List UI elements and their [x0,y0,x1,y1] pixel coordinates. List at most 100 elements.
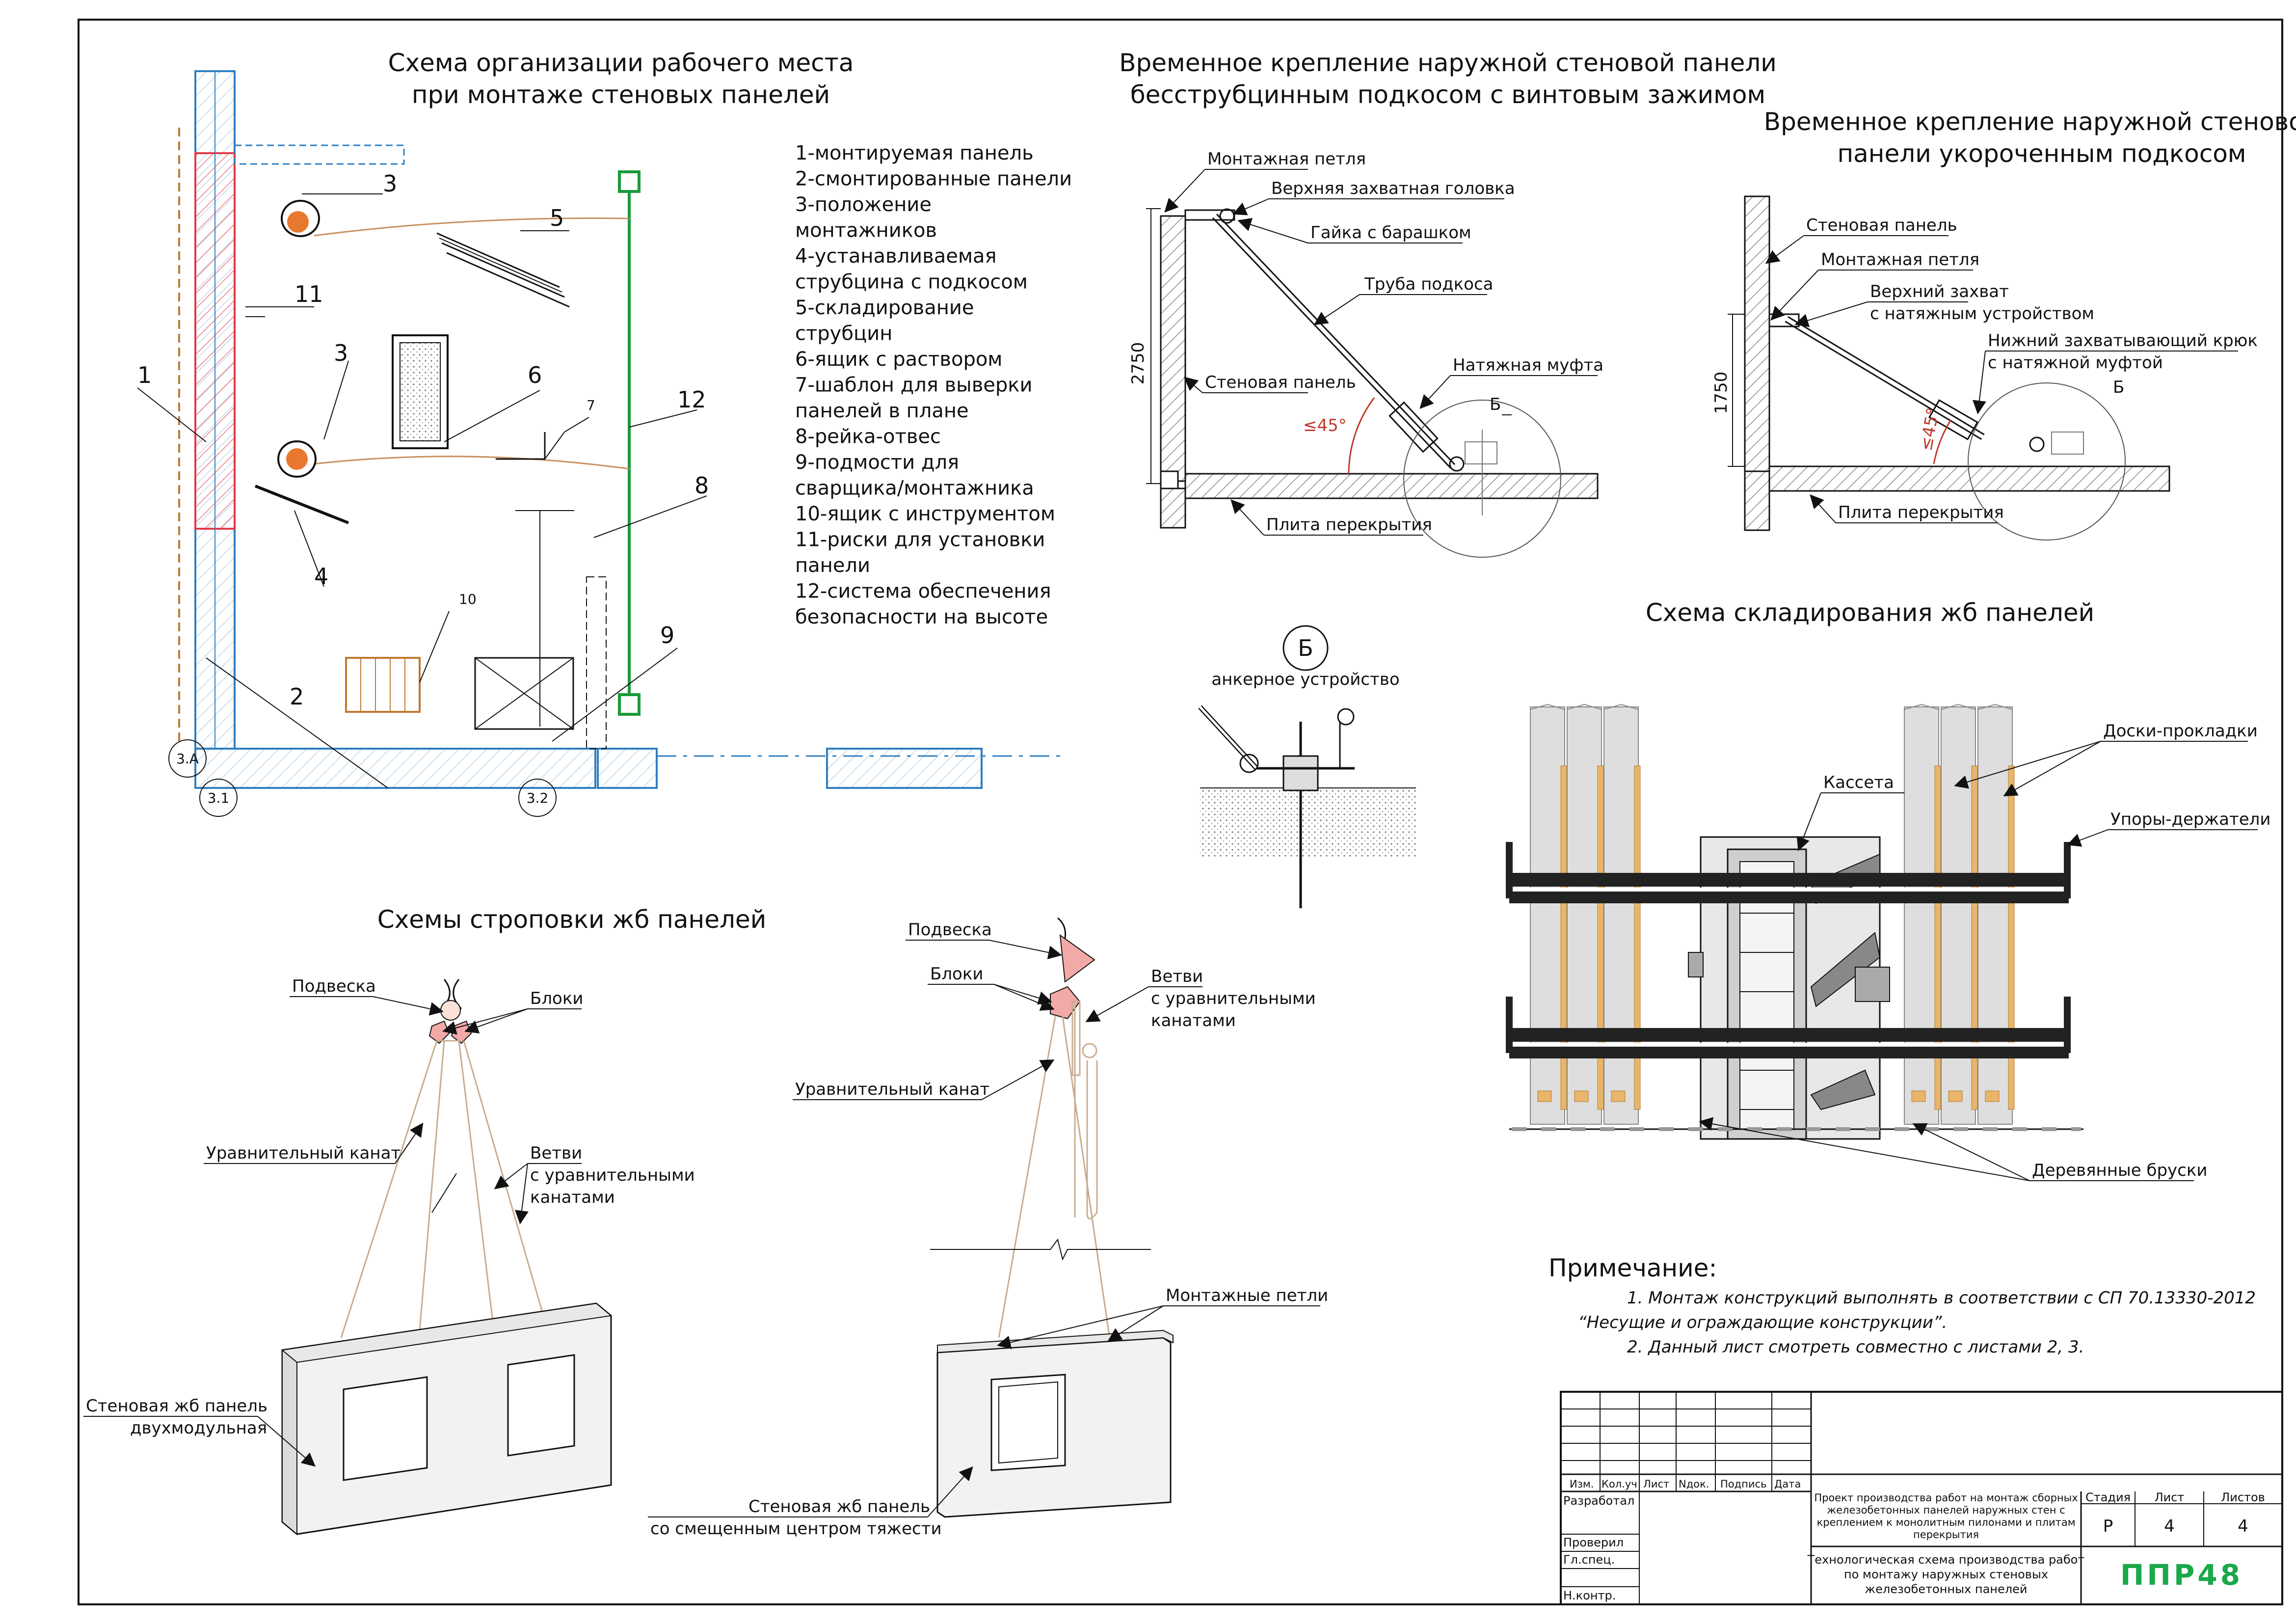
svg-text:Деревянные бруски: Деревянные бруски [2032,1161,2208,1180]
floor-panel-2 [597,748,658,789]
wooden-bar [1574,1090,1589,1102]
svg-text:Дата: Дата [1774,1478,1801,1490]
anchor-post-bottom [618,693,641,716]
svg-text:4: 4 [314,563,328,590]
svg-text:3.2: 3.2 [527,790,549,806]
svg-text:Б: Б [1490,395,1501,414]
svg-text:Монтажная петля: Монтажная петля [1821,250,1979,270]
storage-title: Схема складирования жб панелей [1646,598,2094,627]
stored-panel [1603,706,1639,1125]
svg-text:2750: 2750 [1128,342,1148,385]
svg-text:Nдок.: Nдок. [1679,1478,1709,1490]
svg-text:креплением к монолитным пилона: креплением к монолитным пилонами и плита… [1816,1516,2075,1528]
svg-text:8: 8 [694,472,709,499]
floor-slab [1184,473,1599,499]
slinging-title: Схемы строповки жб панелей [377,905,766,934]
worker-icon [277,440,317,478]
svg-text:≤45°: ≤45° [1303,416,1347,435]
svg-text:Нижний захватывающий крюк: Нижний захватывающий крюк [1988,331,2258,351]
alignment-template [496,432,546,460]
detail-b-circle [1403,400,1561,558]
svg-text:12: 12 [677,386,706,413]
legend-item: 10-ящик с инструментом [795,503,1055,525]
svg-text:с уравнительными: с уравнительными [1151,989,1316,1008]
svg-text:Б: Б [1298,635,1313,661]
brand-logo: ППР48 [2120,1558,2243,1592]
stored-panel [1941,706,1976,1125]
legend-item: панели [795,554,870,577]
wooden-bar [1911,1090,1926,1102]
svg-text:3: 3 [334,340,348,366]
wall-panel [1744,195,1770,472]
wooden-bar [1611,1090,1626,1102]
svg-text:Подвеска: Подвеска [292,976,376,996]
grid-axis-3-a: 3.А [168,739,207,778]
workplace-scheme: Схема организации рабочего места при мон… [137,49,1065,817]
anchor-detail: Б анкерное устройство [1198,625,1416,908]
svg-text:1750: 1750 [1711,372,1731,414]
svg-text:Стеновая жб панель: Стеновая жб панель [86,1396,267,1416]
svg-text:Монтажная петля: Монтажная петля [1207,149,1366,169]
mortar-box [392,334,449,449]
workplace-title-1: Схема организации рабочего места [388,49,854,77]
svg-text:Труба подкоса: Труба подкоса [1364,274,1494,294]
svg-text:Плита перекрытия: Плита перекрытия [1838,503,2004,522]
svg-text:по монтажу наружных стеновых: по монтажу наружных стеновых [1844,1568,2048,1581]
svg-text:Гл.спец.: Гл.спец. [1563,1553,1615,1567]
svg-text:Стеновая жб панель: Стеновая жб панель [748,1497,930,1516]
svg-text:Стадия: Стадия [2085,1490,2131,1504]
svg-text:11: 11 [294,281,323,307]
scaffold [474,657,574,730]
svg-text:Технологическая схема производ: Технологическая схема производства работ [1807,1553,2085,1567]
svg-text:Блоки: Блоки [930,964,984,984]
svg-text:Стеновая панель: Стеновая панель [1806,216,1957,235]
stored-panel [1567,706,1602,1125]
svg-text:Лист: Лист [1643,1478,1669,1490]
svg-text:Плита перекрытия: Плита перекрытия [1266,515,1432,535]
svg-text:Гайка с барашком: Гайка с барашком [1310,223,1471,243]
svg-text:Разработал: Разработал [1563,1494,1634,1508]
svg-text:Проект производства работ на м: Проект производства работ на монтаж сбор… [1814,1492,2078,1504]
svg-text:с натяжной муфтой: с натяжной муфтой [1988,353,2163,373]
svg-text:Б: Б [2113,378,2124,397]
svg-text:Верхняя захватная головка: Верхняя захватная головка [1271,179,1515,198]
svg-text:Доски-прокладки: Доски-прокладки [2103,721,2258,741]
legend-item: 3-положение [795,193,932,216]
anchor-post-top [618,170,641,193]
mounted-floor-panel [194,748,596,789]
svg-text:Подпись: Подпись [1720,1478,1766,1490]
brace1-title-1: Временное крепление наружной стеновой па… [1119,49,1777,77]
upper-panel-outline [234,144,405,165]
workplace-title-2: при монтаже стеновых панелей [412,81,830,109]
svg-text:Уравнительный канат: Уравнительный канат [795,1080,989,1099]
svg-text:“Несущие и ограждающие констру: “Несущие и ограждающие конструкции”. [1578,1313,1947,1332]
legend-item: монтажников [795,219,937,242]
sheet-frame [78,19,2283,1605]
grid-axis-3-2: 3.2 [518,779,557,817]
svg-text:с натяжным устройством: с натяжным устройством [1870,304,2094,324]
slinging-scheme: Схемы строповки жб панелей Подвеска Блок… [83,905,766,1536]
svg-text:Стеновая панель: Стеновая панель [1205,373,1356,392]
svg-text:с уравнительными: с уравнительными [530,1165,695,1185]
legend-item: 4-устанавливаемая [795,245,997,268]
clamps-storage [436,232,570,308]
stored-panel [1530,706,1565,1125]
wooden-bar [1948,1090,1963,1102]
storage-scheme: Схема складирования жб панелей [1506,598,2270,1181]
svg-text:Лист: Лист [2155,1490,2185,1504]
callouts: 3 5 11 1 3 6 7 12 8 4 10 9 2 [137,170,709,788]
svg-text:Упоры-держатели: Упоры-держатели [2110,810,2270,829]
note: Примечание: 1. Монтаж конструкций выполн… [1548,1254,2256,1357]
svg-text:анкерное устройство: анкерное устройство [1211,670,1399,689]
svg-text:Н.контр.: Н.контр. [1563,1589,1616,1602]
svg-text:5: 5 [550,205,564,231]
spacer-board [1634,765,1641,1110]
svg-text:железобетонных панелей: железобетонных панелей [1865,1582,2028,1596]
svg-text:Уравнительный канат: Уравнительный канат [206,1143,400,1163]
spacer-board [2008,765,2015,1110]
title-block: Изм. Кол.уч Лист Nдок. Подпись Дата Разр… [1560,1391,2283,1605]
svg-text:Листов: Листов [2221,1490,2265,1504]
svg-text:Монтажные петли: Монтажные петли [1166,1286,1328,1305]
